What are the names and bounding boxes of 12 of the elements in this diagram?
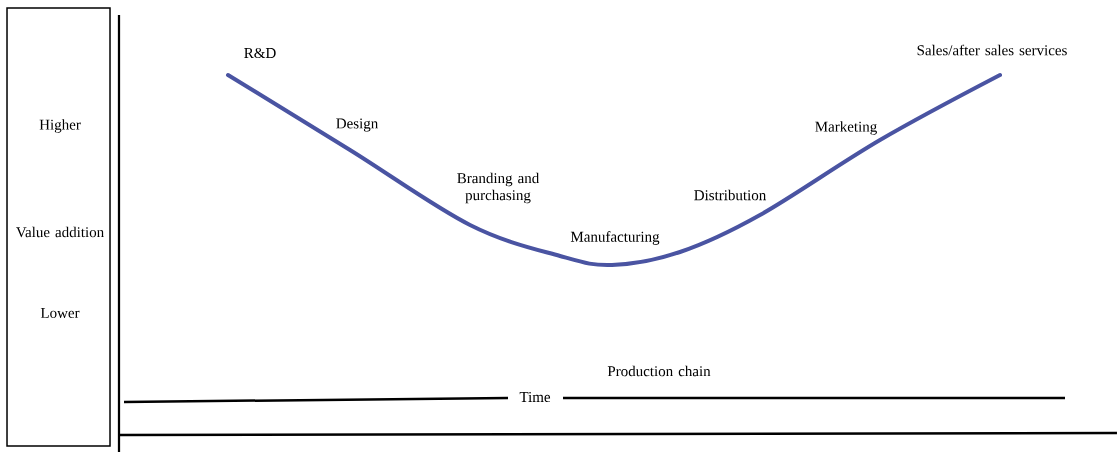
stage-label: Production chain — [607, 365, 711, 377]
stage-label: Manufacturing — [570, 231, 660, 245]
stage-label: Design — [336, 118, 379, 132]
axis-label: Higher — [39, 119, 81, 133]
stage-label: Marketing — [815, 121, 877, 135]
stage-label: R&D — [244, 47, 276, 59]
stage-label: Sales/after sales services — [917, 44, 1067, 56]
stage-label: Branding and purchasing — [457, 172, 540, 204]
stage-label: Distribution — [694, 189, 767, 201]
axis-label: Lower — [40, 308, 80, 318]
stage-label: Time — [519, 391, 551, 402]
axis-label: Value addition — [16, 226, 104, 238]
